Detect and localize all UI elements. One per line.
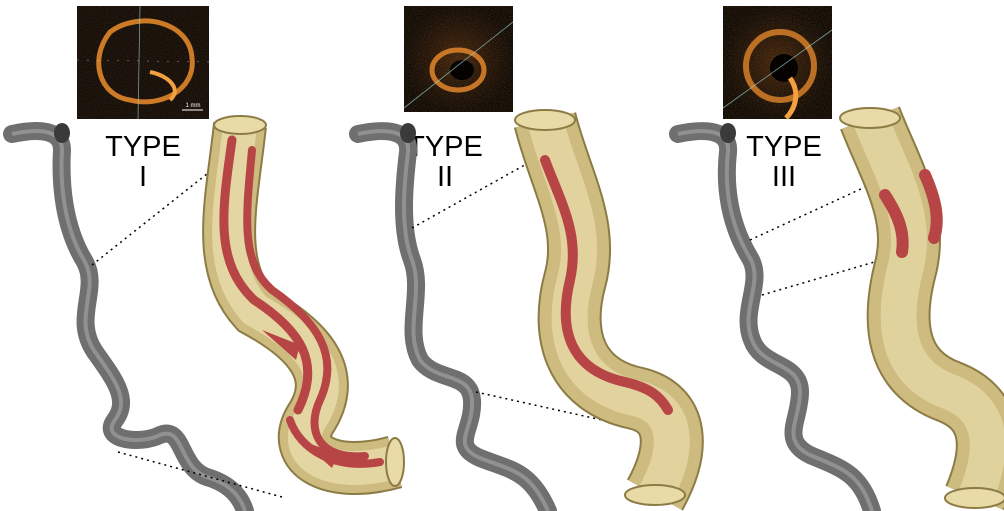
zoom-line-top-1 xyxy=(92,162,222,265)
type-numeral-3: III xyxy=(772,161,796,193)
panel-type-3: TYPE III xyxy=(678,6,1004,511)
oct-image-type-1: 1 mm xyxy=(77,6,209,119)
panel-type-2: TYPE II xyxy=(358,6,685,511)
type-numeral-1: I xyxy=(139,161,147,193)
oct-image-type-3 xyxy=(723,6,832,119)
vessel-segment-type-1 xyxy=(214,116,404,486)
panel-type-1: 1 mm TYPE I xyxy=(12,6,404,511)
vessel-segment-type-3 xyxy=(840,108,1004,508)
scale-bar-label: 1 mm xyxy=(186,103,201,109)
type-label-3: TYPE xyxy=(746,131,822,163)
zoom-line-bottom-1 xyxy=(118,452,282,497)
type-numeral-2: II xyxy=(437,161,453,193)
zoom-line-top-2 xyxy=(412,162,530,228)
type-label-2: TYPE xyxy=(407,131,483,163)
zoom-line-top-3 xyxy=(750,182,876,240)
oct-image-type-2 xyxy=(404,6,513,112)
type-label-1: TYPE xyxy=(105,131,181,163)
vessel-segment-type-2 xyxy=(515,110,685,505)
